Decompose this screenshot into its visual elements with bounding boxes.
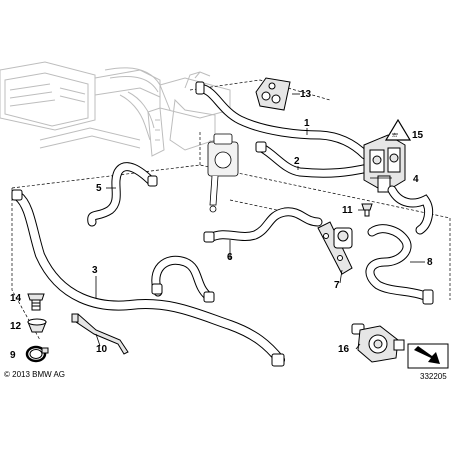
part-6-hose [203, 207, 323, 243]
part-1-hose [195, 81, 370, 160]
callout-4: 4 [413, 174, 419, 185]
part-3-hose [11, 189, 285, 367]
callout-14: 14 [10, 293, 22, 304]
callout-15: 15 [412, 130, 424, 141]
valve-outlet-hose [387, 185, 434, 235]
branch-hose [151, 255, 215, 303]
part-2-hose [255, 141, 373, 178]
svg-text:⚠: ⚠ [392, 132, 398, 139]
callout-6: 6 [227, 252, 233, 263]
callout-5: 5 [96, 183, 102, 194]
leader-lines [95, 93, 425, 350]
copyright-text: © 2013 BMW AG [4, 370, 66, 379]
callouts: 13 1 15 2 4 5 11 6 8 3 7 14 12 10 16 9 [10, 89, 433, 361]
callout-13: 13 [300, 89, 312, 100]
callout-3: 3 [92, 265, 98, 276]
callout-9: 9 [10, 350, 16, 361]
callout-10: 10 [96, 344, 108, 355]
part-13-bracket [255, 77, 291, 111]
callout-1: 1 [304, 118, 310, 129]
part-10-cable-tie [71, 313, 129, 355]
callout-7: 7 [334, 280, 340, 291]
part-12-grommet [27, 318, 47, 333]
central-pump [207, 133, 239, 213]
part-15-warning-label: ⚠ [384, 118, 412, 141]
part-11-screw [361, 203, 373, 217]
part-16-pump [351, 323, 405, 363]
callout-16: 16 [338, 344, 350, 355]
part-14-bolt [27, 293, 45, 311]
callout-11: 11 [342, 205, 353, 216]
diagram-number: 332205 [420, 372, 447, 381]
callout-8: 8 [427, 257, 433, 268]
part-4-valve [363, 134, 406, 193]
part-8-hose [365, 224, 434, 305]
background-heater-assembly [0, 61, 231, 176]
part-9-hose-clamp [25, 345, 49, 363]
callout-2: 2 [294, 156, 300, 167]
callout-12: 12 [10, 321, 22, 332]
part-5-hose [87, 162, 158, 227]
part-7-bracket [317, 221, 353, 275]
direction-arrow-box [407, 343, 449, 369]
